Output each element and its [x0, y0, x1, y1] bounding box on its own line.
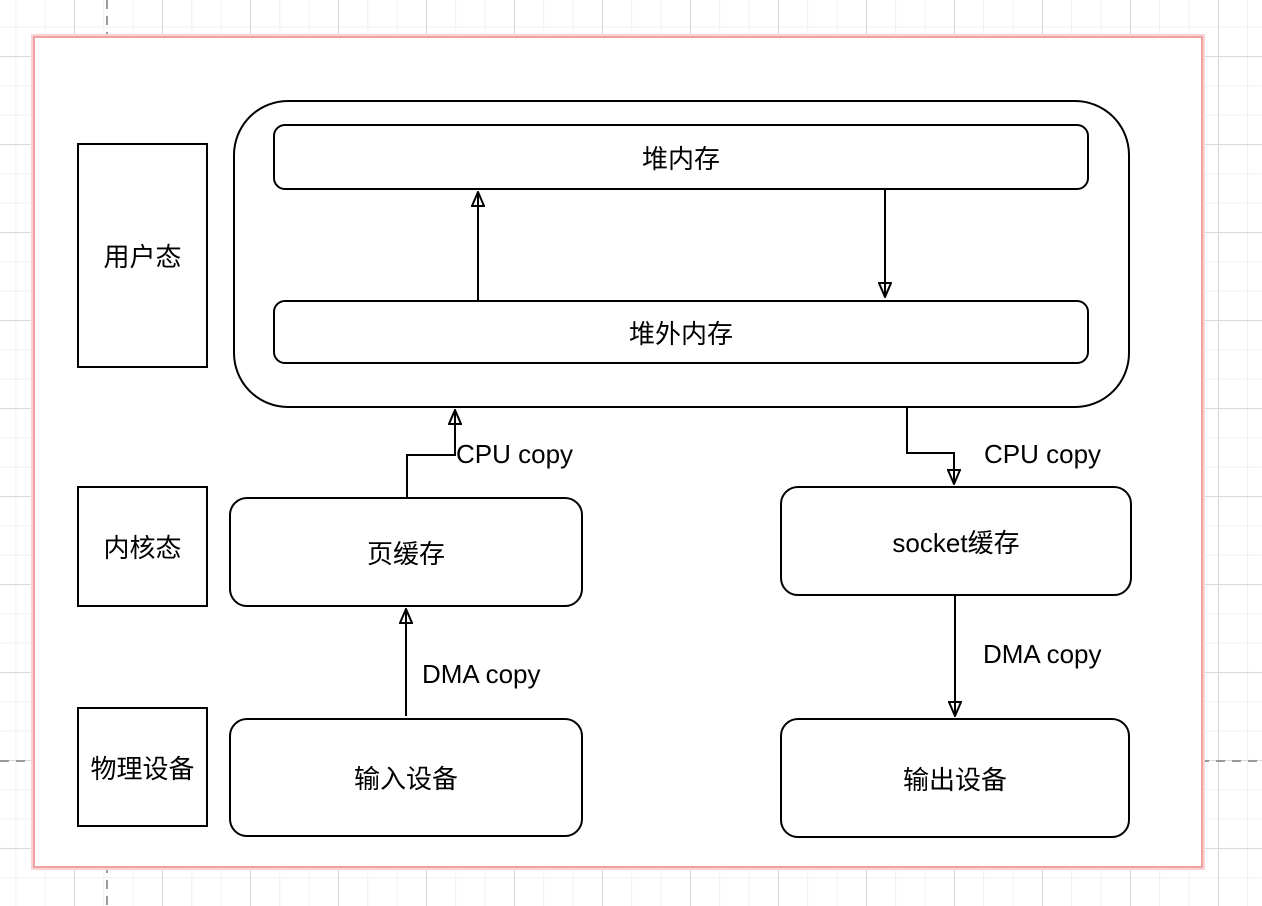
- node-output-device-label: 输出设备: [902, 764, 1007, 795]
- edge-label-dma-copy-right: DMA copy: [983, 639, 1102, 669]
- edge-label-cpu-copy-left: CPU copy: [456, 439, 574, 469]
- node-input-device: 输入设备: [229, 718, 583, 837]
- node-page-cache-label: 页缓存: [366, 538, 445, 569]
- lane-kernel-mode-label: 内核态: [103, 533, 182, 563]
- node-heap-memory-label: 堆内存: [641, 143, 720, 174]
- edge-label-cpu-copy-right: CPU copy: [984, 439, 1102, 469]
- edge-label-dma-copy-left: DMA copy: [422, 659, 541, 689]
- node-page-cache: 页缓存: [229, 497, 583, 607]
- lane-user-mode: 用户态: [77, 143, 208, 368]
- lane-kernel-mode: 内核态: [77, 486, 208, 607]
- user-space-group: [233, 100, 1130, 408]
- node-output-device: 输出设备: [780, 718, 1130, 838]
- node-offheap-memory: 堆外内存: [273, 300, 1089, 364]
- node-socket-buffer-label: socket缓存: [892, 527, 1020, 558]
- node-heap-memory: 堆内存: [273, 124, 1089, 190]
- node-input-device-label: 输入设备: [353, 764, 458, 794]
- node-socket-buffer: socket缓存: [780, 486, 1132, 596]
- lane-physical-device: 物理设备: [77, 707, 208, 827]
- lane-user-mode-label: 用户态: [103, 242, 182, 272]
- lane-physical-device-label: 物理设备: [90, 753, 195, 784]
- node-offheap-memory-label: 堆外内存: [628, 318, 733, 349]
